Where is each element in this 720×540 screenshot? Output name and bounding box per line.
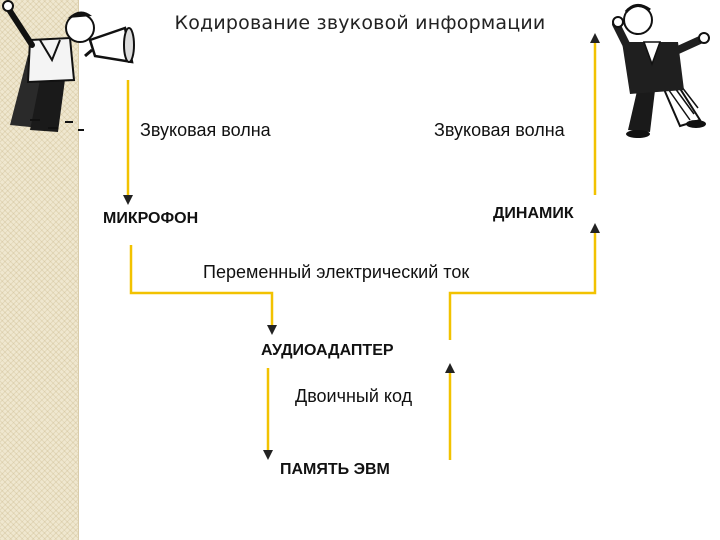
man-with-megaphone-icon [0, 0, 150, 145]
label-binary-code: Двоичный код [295, 386, 413, 406]
slide-title: Кодирование звуковой информации [174, 12, 546, 34]
label-sound-wave-right: Звуковая волна [434, 120, 565, 140]
label-alternating-current: Переменный электрический ток [203, 262, 470, 282]
label-audio-adapter: АУДИОАДАПТЕР [261, 342, 394, 359]
connector-microphone-to-adapter [129, 245, 277, 335]
label-computer-memory: ПАМЯТЬ ЭВМ [280, 461, 390, 478]
label-speaker: ДИНАМИК [493, 205, 574, 222]
connector-adapter-to-speaker [448, 223, 600, 340]
label-microphone: МИКРОФОН [103, 210, 199, 227]
man-listening-icon [600, 0, 720, 145]
label-sound-wave-left: Звуковая волна [140, 120, 271, 140]
